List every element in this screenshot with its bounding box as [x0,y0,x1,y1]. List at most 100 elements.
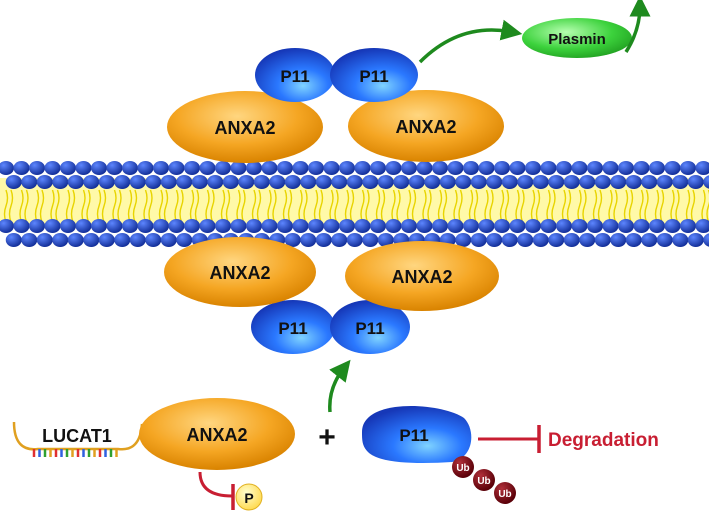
lipid-tail [473,189,479,223]
lipid-head [571,161,588,175]
lipid-head [447,161,464,175]
lipid-tail [220,189,226,223]
lipid-head [98,175,115,189]
lipid-head [625,175,642,189]
lipid-head [0,219,14,233]
lipid-head [370,219,386,233]
lipid-tail [422,189,427,223]
lipid-head [680,161,696,175]
lipid-head [75,161,92,175]
lipid-head [687,175,704,189]
lipid-tail [55,189,60,223]
lipid-tail [318,189,324,223]
lipid-head [230,161,247,175]
lipid-head [83,233,100,247]
lipid-head [525,161,541,175]
lipid-head [5,175,22,189]
extracellular-complex: ANXA2 ANXA2 P11 P11 [167,48,504,163]
lipid-head [29,219,45,233]
lipid-tail [644,189,649,223]
lipid-head [284,175,301,189]
lipid-head [563,233,580,247]
lipid-head [98,233,115,247]
lipid-tail [50,189,55,223]
p11-mid-left-label: P11 [278,319,307,338]
lipid-head [494,219,510,233]
lipid-tail [205,189,210,223]
lipid-tail [70,189,76,223]
lipid-head [230,219,247,233]
lipid-tail [241,189,246,223]
lipid-head [532,233,549,247]
lipid-tail [148,189,153,223]
lipid-tail [282,189,288,223]
lipid-head [339,161,355,175]
lipid-head [300,233,317,247]
lipid-head [331,175,348,189]
lipid-head [633,219,650,233]
lipid-head [246,219,262,233]
lipid-head [672,233,689,247]
lipid-tail [174,189,179,223]
lipid-head [176,175,193,189]
lipid-tail [468,189,474,223]
lipid-head [184,219,200,233]
lipid-head [501,233,518,247]
p11-free [362,406,472,463]
lipid-head [315,233,332,247]
lipid-tail [158,189,164,223]
lipid-tail [690,189,696,223]
lipid-head [246,161,262,175]
lipid-tail [112,189,117,223]
lipid-head [91,219,107,233]
lipid-head [362,175,379,189]
p11-mid-right [330,300,410,354]
lipid-head [75,219,92,233]
lipid-head [548,175,565,189]
phosphate-group [235,483,263,511]
lipid-head [44,161,61,175]
lipid-head [29,161,45,175]
lipid-head [579,233,596,247]
lipid-head [649,219,665,233]
lipid-head [494,161,510,175]
lipid-head [323,161,340,175]
lipid-head [649,161,665,175]
lipid-head [548,233,565,247]
lipid-head [199,219,216,233]
lipid-head [153,161,169,175]
lipid-tail [380,189,386,223]
lipid-head [377,233,394,247]
anxa2-top-right [348,90,504,162]
lipid-head [517,175,534,189]
lipid-tail [272,189,277,223]
ubiquitin-3-label: Ub [498,489,511,500]
lipid-head [36,233,53,247]
lipid-head [215,161,231,175]
lipid-head [695,161,709,175]
lipid-tail [117,189,122,223]
lipid-tail [670,189,675,223]
lipid-tail [442,189,448,223]
lipid-tail [127,189,133,223]
lipid-head [594,233,611,247]
lipid-head [168,219,185,233]
lipid-head [52,175,69,189]
lipid-tail [701,189,706,223]
lipid-head [21,233,38,247]
lipid-tail [582,189,587,223]
lipid-head [13,219,30,233]
activation-arrow-to-complex [328,359,351,413]
anxa2-free-label: ANXA2 [186,425,247,445]
lipid-tail [287,189,293,223]
lipid-head [618,219,634,233]
lipid-head [401,219,417,233]
lipid-tail [608,189,613,223]
lipid-head [432,161,448,175]
lipid-head [129,233,146,247]
lipid-tail [597,189,603,223]
lipid-tail [360,189,365,223]
lipid-head [168,161,185,175]
lipid-head [455,233,472,247]
lipid-tail [504,189,510,223]
